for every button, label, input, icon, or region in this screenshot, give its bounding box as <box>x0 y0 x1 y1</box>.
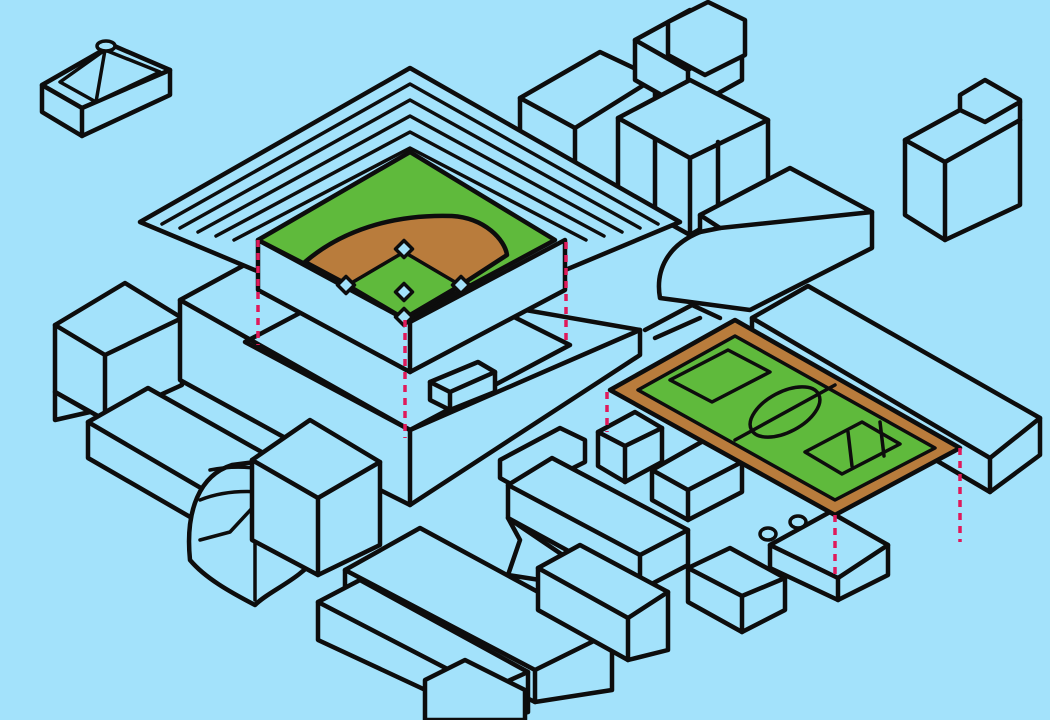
curved-office-block <box>656 165 875 313</box>
cube-building-left <box>52 280 185 423</box>
stadium-base-plaza <box>177 257 643 508</box>
low-block-right-center <box>535 542 671 663</box>
l-shaped-building-right <box>902 77 1023 243</box>
small-kiosk <box>427 359 498 413</box>
soccer-field-icon <box>607 317 963 518</box>
long-block-bottom <box>315 525 615 720</box>
pitch-connector-ramp <box>642 302 723 341</box>
cube-building-center-left <box>249 417 383 578</box>
guide-lines <box>256 240 962 578</box>
baseball-diamond-icon <box>255 149 558 328</box>
pavilion-building-top-left <box>39 39 173 139</box>
tall-building-cluster-top <box>517 0 771 238</box>
small-boxes-near-pitch <box>595 409 891 635</box>
baseball-stadium <box>137 65 683 375</box>
